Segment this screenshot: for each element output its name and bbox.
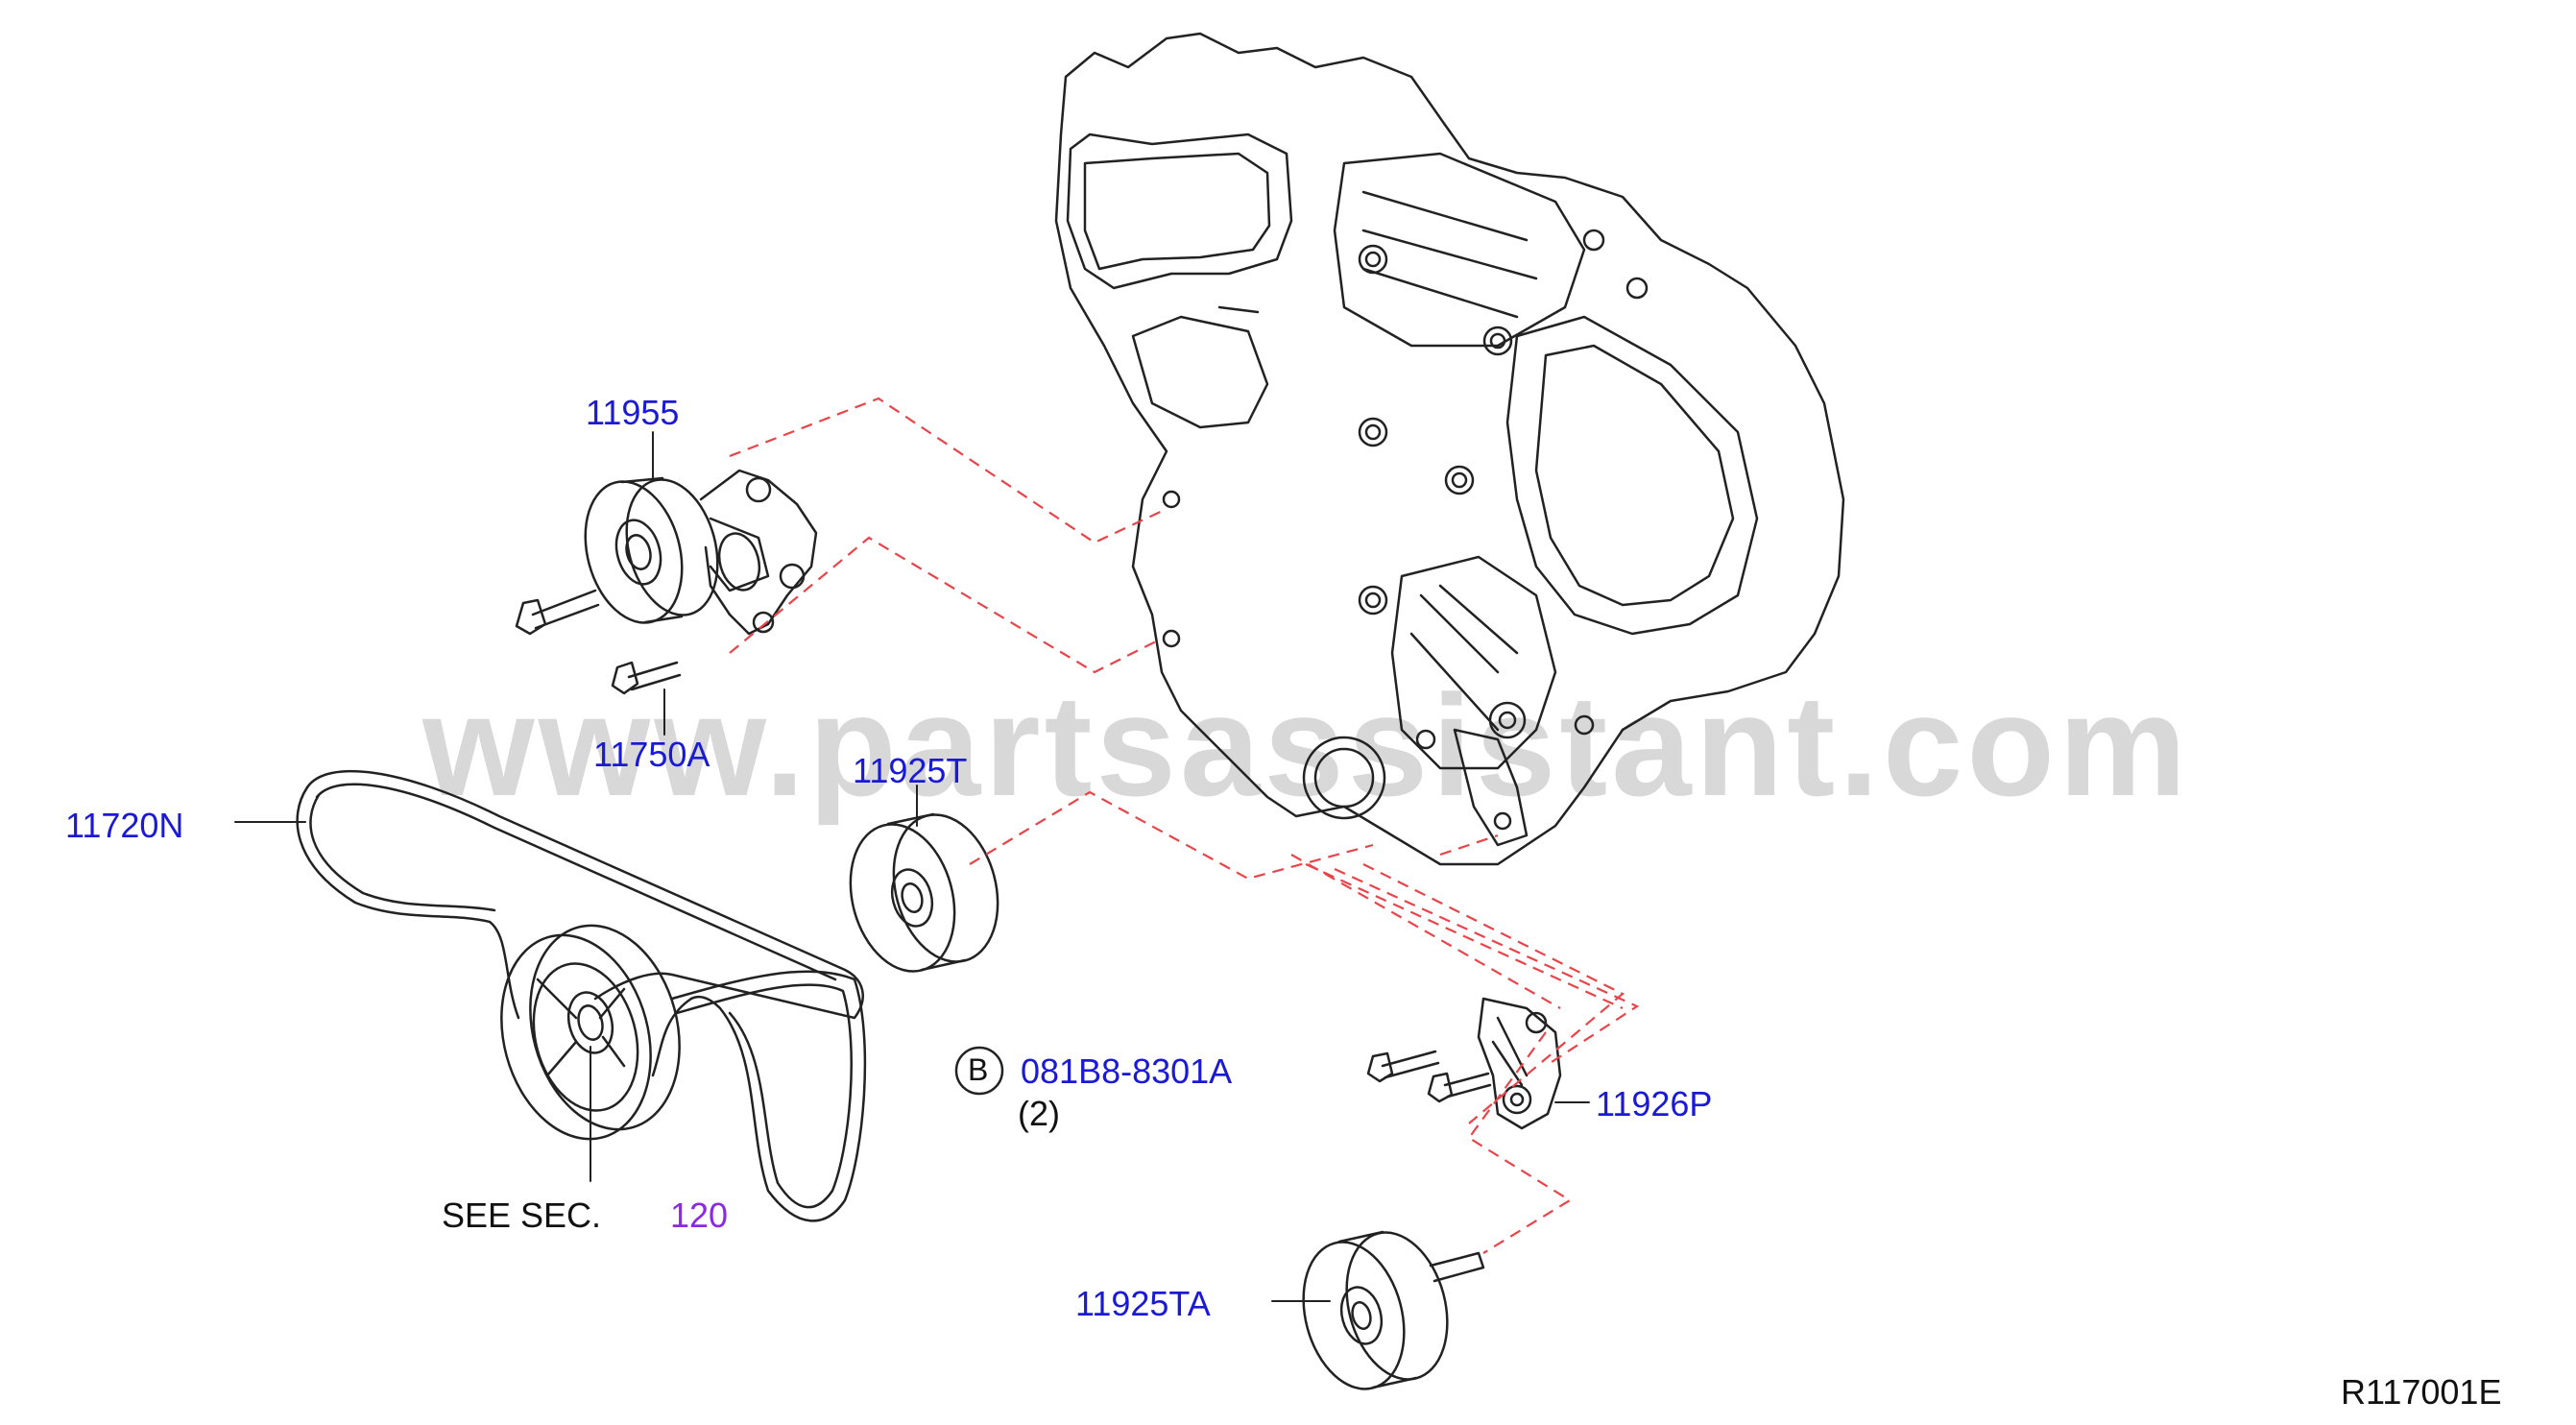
bolt-ref-letter: B <box>968 1052 989 1087</box>
idler-pulley-lower <box>1302 1230 1485 1390</box>
callout-11926P: 11926P <box>1596 1084 1713 1123</box>
idler-pulley-upper <box>849 812 999 973</box>
callout-11955: 11955 <box>586 393 680 432</box>
drive-belt <box>296 769 867 1222</box>
callout-11925T: 11925T <box>853 751 968 790</box>
see-section-link[interactable]: 120 <box>670 1196 729 1235</box>
leader-lines <box>234 431 1590 1302</box>
crank-pulley <box>500 924 681 1141</box>
bolt-ref-circle <box>954 1046 1004 1096</box>
tensioner-assembly <box>515 469 818 695</box>
watermark-text: www.partsassistant.com <box>422 664 2191 826</box>
see-section-text: SEE SEC. <box>442 1196 602 1235</box>
idler-bracket <box>1366 997 1562 1130</box>
diagram-code: R117001E <box>2341 1372 2502 1412</box>
callout-11925TA: 11925TA <box>1075 1284 1211 1323</box>
callout-11750A: 11750A <box>593 735 710 774</box>
bolt-ref-qty: (2) <box>1018 1094 1060 1133</box>
phantom-dash-lines <box>729 397 1640 1254</box>
callout-11720N: 11720N <box>65 806 184 845</box>
callout-081B8-8301A: 081B8-8301A <box>1021 1051 1233 1091</box>
engine-front-cover <box>1054 32 1845 866</box>
